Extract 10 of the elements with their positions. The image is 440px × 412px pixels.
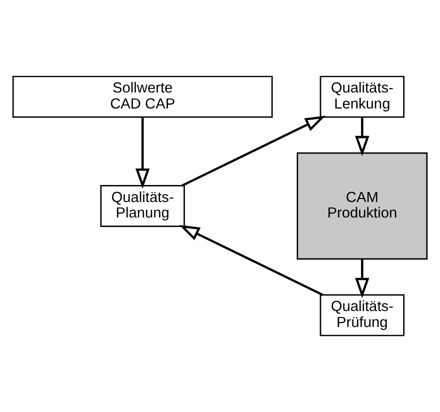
node-box: Qualitäts- Lenkung: [320, 76, 404, 118]
arrow: [355, 259, 370, 298]
arrow: [355, 118, 370, 156]
node-box: Sollwerte CAD CAP: [12, 76, 273, 118]
arrow: [135, 118, 150, 189]
node-box: CAM Produktion: [296, 152, 428, 260]
arrow: [182, 116, 326, 187]
node-box: Qualitäts- Planung: [100, 185, 185, 227]
arrow: [179, 225, 324, 296]
node-box: Qualitäts- Prüfung: [320, 294, 404, 336]
